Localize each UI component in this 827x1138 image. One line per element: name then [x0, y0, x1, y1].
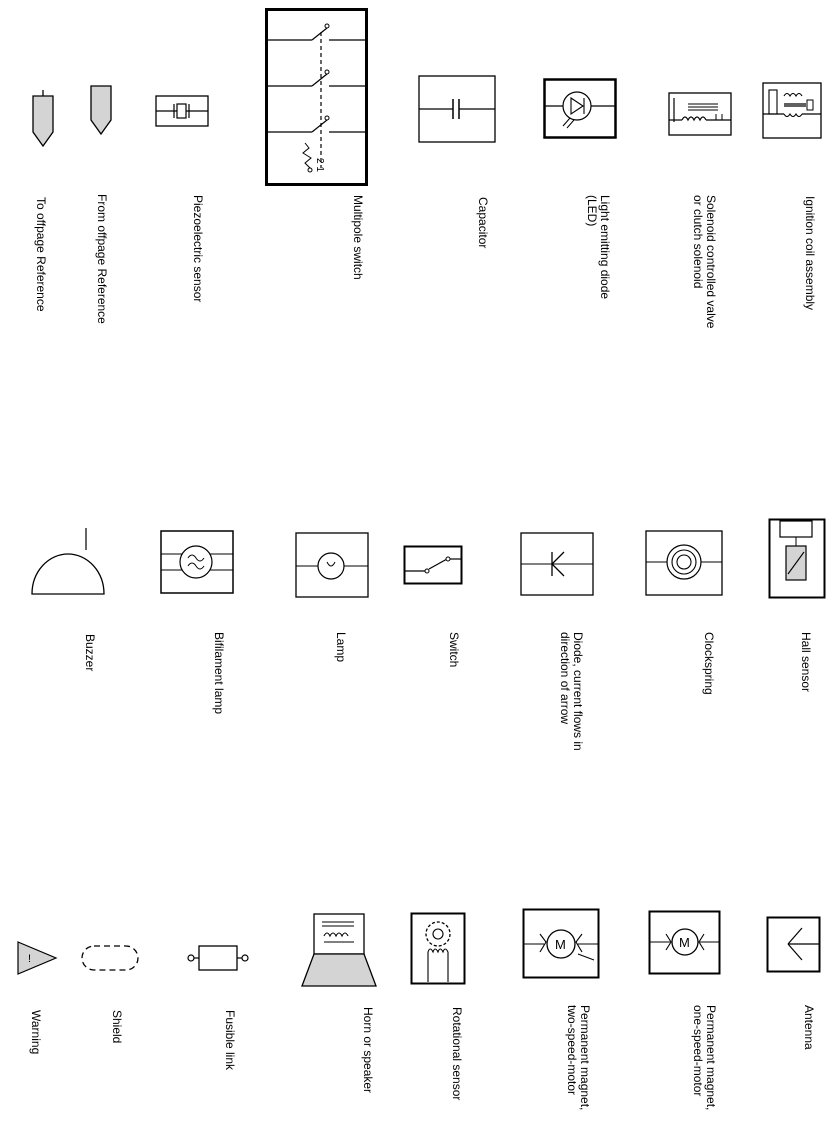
label-antenna: Antenna [802, 1005, 816, 1050]
label-hall: Hall sensor [799, 632, 813, 693]
clockspring-icon [645, 530, 725, 598]
label-lamp: Lamp [334, 632, 348, 663]
label-ignition: Ignition coil assembly [803, 196, 817, 311]
label-bifilament: Bifilament lamp [212, 632, 226, 715]
label-buzzer: Buzzer [83, 634, 97, 672]
solenoid-valve-icon [668, 92, 733, 137]
hall-sensor-icon [768, 518, 827, 602]
diode-icon [520, 532, 595, 598]
horn-speaker-icon [298, 912, 378, 990]
label-from-offpage: From offpage Reference [95, 194, 109, 324]
label-fusible: Fusible link [223, 1010, 237, 1071]
ignition-coil-icon [762, 82, 824, 142]
multipole-switch-icon: 2 1 [265, 8, 370, 188]
label-warning: Warning [29, 1010, 43, 1055]
label-switch: Switch [447, 632, 461, 668]
label-clockspring: Clockspring [702, 632, 716, 695]
lamp-icon [295, 532, 370, 600]
buzzer-icon [30, 528, 110, 598]
label-capacitor: Capacitor [476, 197, 490, 249]
to-offpage-reference-icon [30, 90, 60, 150]
label-horn: Horn or speaker [361, 1007, 375, 1094]
piezoelectric-sensor-icon [155, 95, 211, 129]
fusible-link-icon [185, 940, 255, 976]
rotational-sensor-icon [410, 912, 468, 988]
label-shield: Shield [110, 1010, 124, 1044]
label-rotational: Rotational sensor [450, 1007, 464, 1101]
capacitor-icon [418, 75, 498, 145]
shield-icon [78, 944, 143, 974]
led-icon [543, 78, 618, 140]
pm-two-speed-motor-icon: M [522, 908, 602, 980]
label-solenoid: Solenoid controlled valve or clutch sole… [691, 195, 718, 329]
label-piezo: Piezoelectric sensor [191, 195, 205, 303]
warning-mark: ! [28, 953, 31, 965]
motor-letter-two: M [555, 937, 566, 952]
label-pm-two: Permanent magnet, two-speed-motor [565, 1005, 592, 1111]
label-led: Light emitting diode (LED) [585, 195, 612, 300]
label-diode: Diode, current flows in direction of arr… [558, 632, 585, 751]
antenna-icon [766, 916, 824, 976]
switch-marks: 2 1 [314, 158, 325, 172]
label-to-offpage: To offpage Reference [34, 197, 48, 312]
switch-icon [403, 545, 465, 587]
motor-letter-one: M [679, 935, 690, 950]
bifilament-lamp-icon [160, 530, 236, 596]
label-multipole: Multipole switch [351, 195, 365, 280]
warning-icon: ! [16, 940, 61, 980]
pm-one-speed-motor-icon: M [648, 910, 723, 976]
from-offpage-reference-icon [88, 82, 118, 142]
label-pm-one: Permanent magnet, one-speed-motor [691, 1005, 718, 1111]
